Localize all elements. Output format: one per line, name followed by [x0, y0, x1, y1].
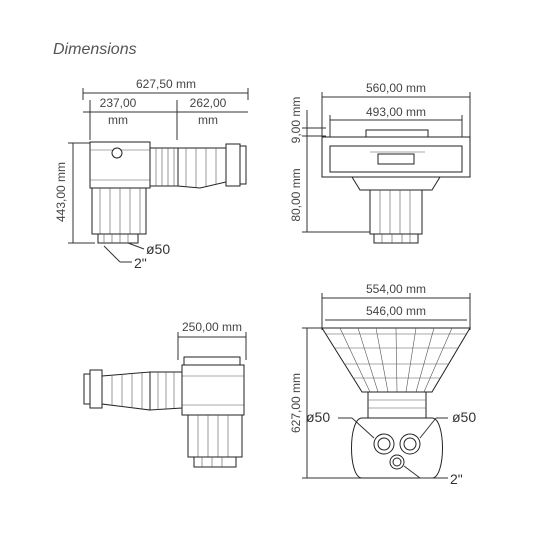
pipe-diameter-label: ø50 — [146, 241, 170, 257]
lip-label: 9,00 mm — [289, 97, 303, 144]
height-label-bottom: 627,00 mm — [289, 373, 303, 433]
right-part-unit: mm — [198, 113, 218, 127]
thread-label-bottom: 2" — [450, 471, 463, 487]
right-part-label: 262,00 — [190, 96, 227, 110]
side-view-bottom-left: 250,00 mm — [83, 320, 247, 468]
page-title: Dimensions — [53, 41, 137, 58]
inner-width-label: 493,00 mm — [366, 105, 426, 119]
inner-width-label-bottom: 546,00 mm — [366, 304, 426, 318]
outer-width-label-bottom: 554,00 mm — [366, 282, 426, 296]
pipe-right-label: ø50 — [452, 409, 476, 425]
height-label: 443,00 mm — [54, 162, 68, 222]
depth-label: 80,00 mm — [289, 168, 303, 221]
bottom-view-bottom-right: 554,00 mm 546,00 mm 627,00 mm — [289, 282, 476, 487]
outer-width-label: 560,00 mm — [366, 81, 426, 95]
left-part-unit: mm — [108, 113, 128, 127]
left-part-label: 237,00 — [100, 96, 137, 110]
pipe-left-label: ø50 — [306, 409, 330, 425]
side-view-top-left: 627,50 mm 237,00 mm 262,00 mm 443,00 mm — [54, 77, 249, 271]
thread-label: 2" — [134, 255, 147, 271]
total-width-label: 627,50 mm — [136, 77, 196, 91]
front-view-top-right: 560,00 mm 493,00 mm 9,00 mm 80,00 mm — [289, 81, 471, 244]
width-label: 250,00 mm — [182, 320, 242, 334]
